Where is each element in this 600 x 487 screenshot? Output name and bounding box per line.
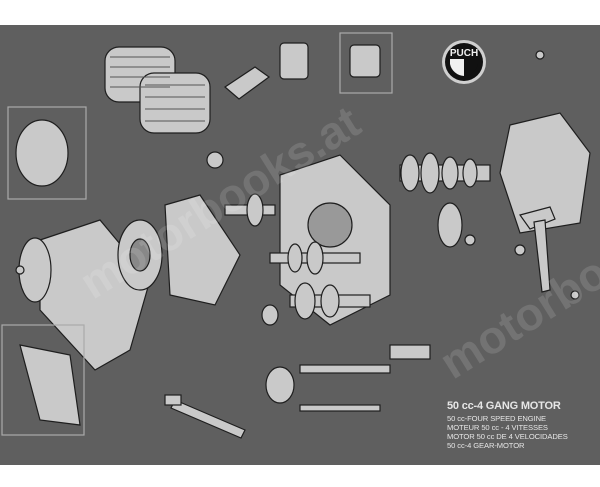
logo-text: PUCH: [450, 48, 478, 59]
shift-lever: [170, 399, 246, 439]
engine-caption: 50 cc-4 GANG MOTOR 50 cc-FOUR SPEED ENGI…: [447, 400, 568, 450]
caption-line: 50 cc-4 GEAR-MOTOR: [447, 441, 525, 450]
caption-line: MOTOR 50 cc DE 4 VELOCIDADES: [447, 432, 568, 441]
exploded-engine-diagram: motorbooks.at motorbooks.at PUCH 50 cc-4…: [0, 25, 600, 465]
flywheel-cover: [15, 119, 69, 187]
engine-parts-illustration: [1, 32, 591, 439]
caption-line: MOTEUR 50 cc - 4 VITESSES: [447, 423, 548, 432]
caption-line: 50 cc-FOUR SPEED ENGINE: [447, 414, 546, 423]
cylinder-head: [104, 46, 211, 134]
puch-logo: PUCH: [442, 40, 486, 84]
carburetor: [279, 42, 309, 80]
caption-title: 50 cc-4 GANG MOTOR: [447, 400, 561, 412]
gear-shafts: [224, 152, 491, 412]
gearbox-cover: [499, 112, 591, 234]
gasket: [19, 344, 81, 426]
kick-start-lever: [533, 219, 551, 293]
